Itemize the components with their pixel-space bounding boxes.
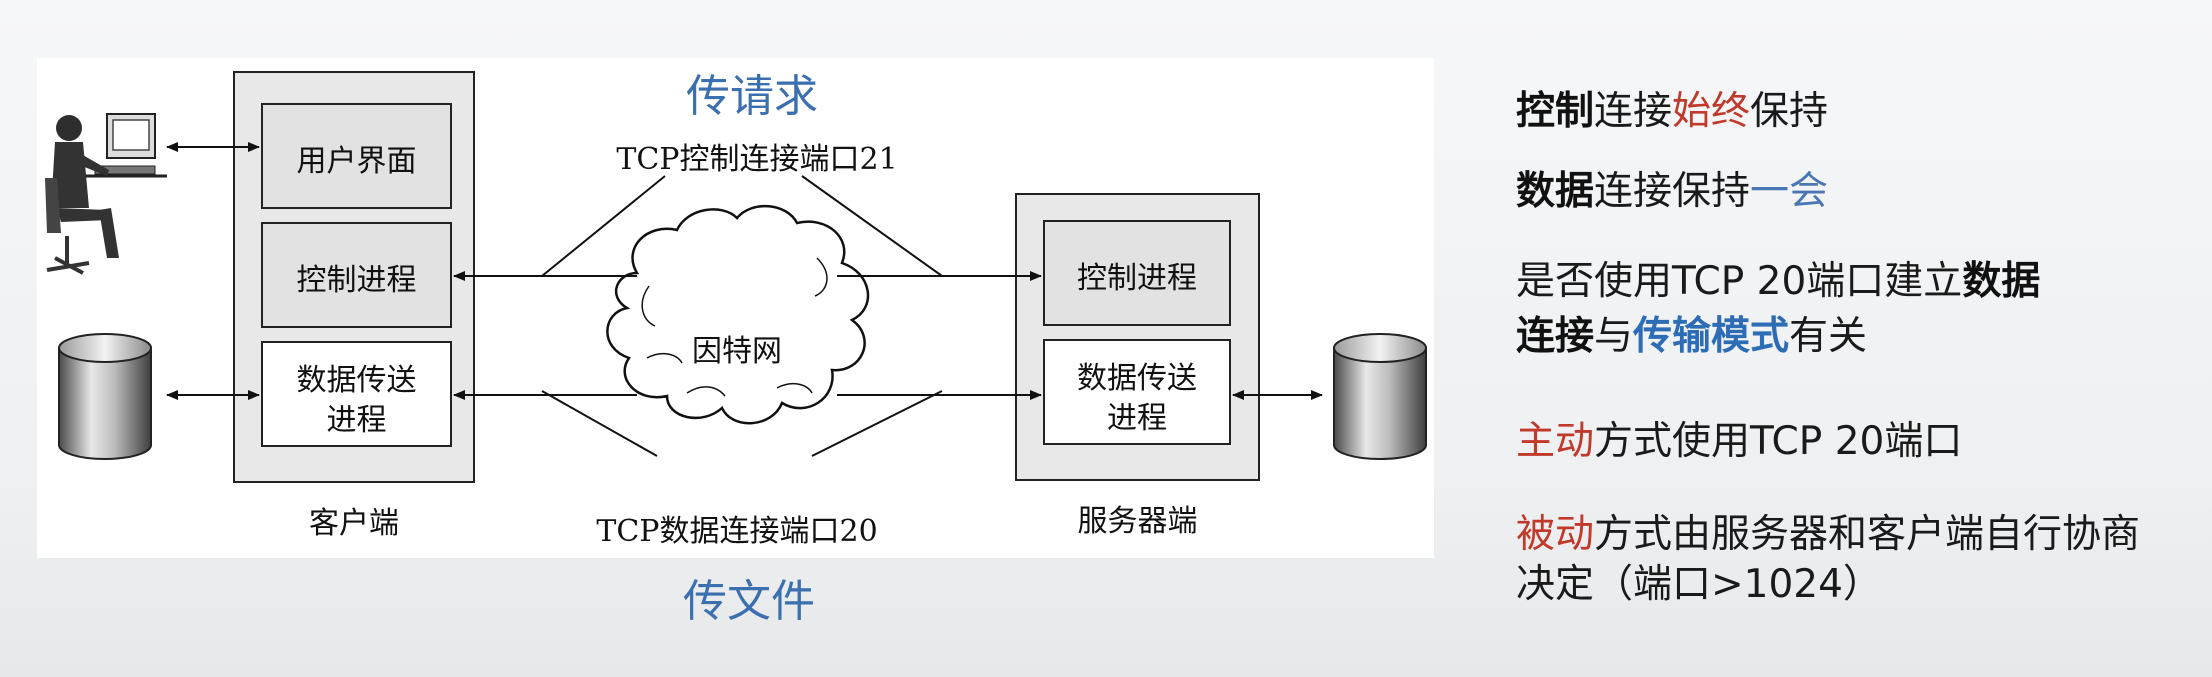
- server-database-icon: [1333, 333, 1427, 460]
- note-6-seg-1: 被动: [1516, 512, 1595, 557]
- client-data-label-1: 数据传送: [296, 363, 417, 398]
- note-4-seg-3: 传输模式: [1633, 314, 1790, 359]
- note-1-seg-4: 保持: [1750, 89, 1829, 134]
- client-ui-box: [261, 103, 452, 209]
- client-database-icon: [58, 333, 152, 460]
- client-control-label: 控制进程: [296, 263, 417, 298]
- ftp-diagram: 用户界面 控制进程 数据传送 进程 客户端 控制进程 数据传送 进程 服务器端 …: [37, 58, 1434, 558]
- internet-cloud: [606, 204, 870, 425]
- server-data-label-2: 进程: [1107, 401, 1167, 436]
- note-line-3: 是否使用TCP 20端口建立数据: [1516, 250, 2040, 306]
- note-line-4: 连接与传输模式有关: [1516, 305, 1867, 361]
- note-line-5: 主动方式使用TCP 20端口: [1516, 410, 1962, 466]
- note-line-6: 被动方式由服务器和客户端自行协商: [1516, 503, 2140, 559]
- notes-panel: 控制连接始终保持 数据连接保持一会 是否使用TCP 20端口建立数据 连接与传输…: [1516, 0, 2206, 677]
- client-control-box: [261, 222, 452, 328]
- note-5-seg-2: 方式使用TCP 20端口: [1594, 419, 1963, 464]
- server-data-label-1: 数据传送: [1077, 361, 1197, 396]
- server-control-box: [1043, 220, 1231, 326]
- note-6-seg-2: 方式由服务器和客户端自行协商: [1594, 512, 2141, 557]
- note-1-seg-3: 始终: [1672, 89, 1751, 134]
- client-caption: 客户端: [309, 506, 399, 541]
- internet-label: 因特网: [692, 334, 782, 369]
- connection-lines: [541, 175, 943, 457]
- note-2-seg-3: 一会: [1750, 169, 1829, 214]
- file-note: 传文件: [683, 576, 815, 627]
- note-1-seg-1: 控制: [1516, 89, 1595, 134]
- arrows: [166, 142, 1323, 400]
- client-data-box: [261, 341, 452, 447]
- note-line-1: 控制连接始终保持: [1516, 80, 1828, 136]
- client-data-label-2: 进程: [326, 403, 387, 438]
- data-connection-label: TCP数据连接端口20: [596, 514, 878, 549]
- client-ui-label: 用户界面: [296, 144, 417, 179]
- note-4-seg-2: 与: [1594, 314, 1634, 359]
- note-7-seg-1: 决定（端口>1024）: [1516, 562, 1882, 607]
- user-computer-icon: [45, 113, 167, 275]
- server-caption: 服务器端: [1077, 504, 1198, 539]
- note-3-seg-1: 是否使用TCP 20端口建立: [1516, 259, 1963, 304]
- control-connection-label: TCP控制连接端口21: [616, 142, 898, 177]
- note-3-seg-2: 数据: [1962, 259, 2041, 304]
- note-1-seg-2: 连接: [1594, 89, 1673, 134]
- note-line-7: 决定（端口>1024）: [1516, 553, 1882, 609]
- note-2-seg-1: 数据: [1516, 169, 1595, 214]
- note-4-seg-1: 连接: [1516, 314, 1595, 359]
- note-5-seg-1: 主动: [1516, 419, 1595, 464]
- note-4-seg-4: 有关: [1789, 314, 1868, 359]
- note-line-2: 数据连接保持一会: [1516, 160, 1828, 216]
- server-data-box: [1043, 339, 1231, 445]
- note-2-seg-2: 连接保持: [1594, 169, 1751, 214]
- request-note: 传请求: [686, 71, 818, 122]
- server-control-label: 控制进程: [1077, 261, 1197, 296]
